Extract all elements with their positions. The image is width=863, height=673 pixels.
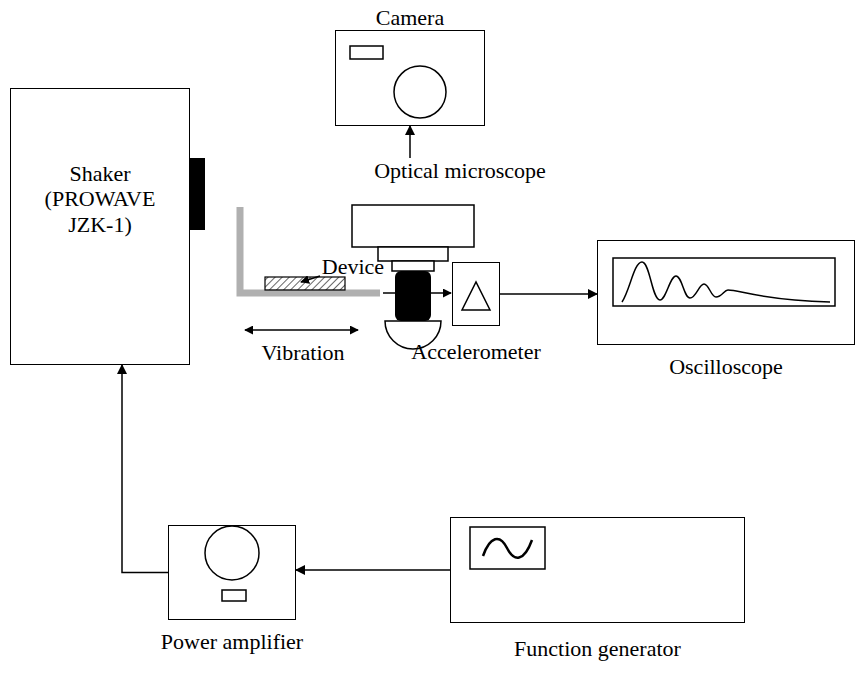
generator-display [470, 527, 545, 569]
amplifier-switch [222, 590, 246, 601]
microscope-objective [395, 271, 431, 321]
oscilloscope-waveform [622, 262, 830, 302]
accelerometer-box: Accelerometer [452, 262, 500, 326]
signal-arrow [409, 126, 411, 158]
shaker-box: Shaker (PROWAVE JZK-1) [10, 88, 190, 365]
node-label: Optical microscope [374, 158, 546, 183]
node-label: Accelerometer [411, 339, 540, 364]
microscope-body [352, 205, 474, 247]
microscope-nosepiece [392, 261, 434, 271]
node-label: Function generator [514, 636, 681, 661]
shaker-mount [190, 158, 205, 230]
signal-arrow [500, 293, 597, 295]
node-label: Oscilloscope [669, 354, 783, 379]
amplifier-dial [205, 526, 259, 580]
l-bracket [240, 207, 380, 293]
vibration-label: Vibration [262, 340, 345, 365]
signal-arrow [122, 365, 168, 573]
sine-wave-symbol [483, 539, 532, 558]
device-leader [301, 276, 320, 282]
vibration-arrow [245, 329, 358, 331]
bracket-to-accelerometer-wire [383, 292, 451, 294]
camera-box: Camera [335, 30, 485, 126]
amplifier-box: Power amplifier [168, 525, 296, 620]
camera-viewfinder [350, 46, 383, 59]
signal-arrow [296, 569, 450, 571]
node-label: Camera [376, 5, 444, 30]
microscope-neck [378, 247, 448, 261]
oscilloscope-screen [613, 258, 835, 306]
node-label: Shaker (PROWAVE JZK-1) [35, 161, 165, 237]
node-label: Power amplifier [161, 629, 303, 654]
camera-lens [394, 66, 446, 118]
device-label: Device [322, 254, 384, 279]
microscope-unit: Optical microscope [340, 158, 580, 348]
oscilloscope-box: Oscilloscope [597, 240, 855, 345]
accelerometer-triangle [462, 282, 490, 310]
generator-box: Function generator [450, 517, 745, 623]
